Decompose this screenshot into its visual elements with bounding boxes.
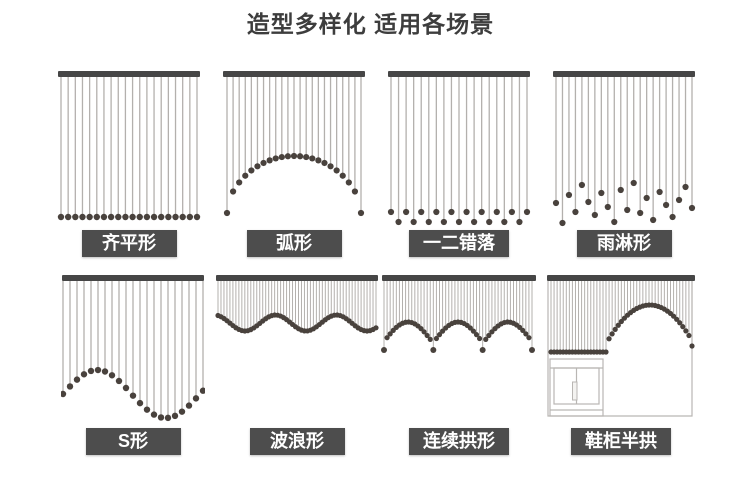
diagram-flush [57,68,201,228]
caption-row: 雨淋形 [552,230,696,257]
caption-row: 一二错落 [387,230,531,257]
caption-arches: 连续拱形 [409,428,509,455]
shoe-cabinet-arch-drawing [547,275,695,417]
diagram-wave [215,272,379,424]
caption-wave: 波浪形 [249,428,345,455]
arches-curtain-drawing [381,275,536,353]
caption-row: 连续拱形 [381,428,537,455]
caption-row: 齐平形 [57,230,201,257]
diagram-rain [552,68,696,228]
caption-rain: 雨淋形 [576,230,672,257]
caption-row: S形 [61,428,205,455]
flush-curtain-drawing [57,71,201,221]
rain-curtain-drawing [552,71,696,227]
caption-flush: 齐平形 [81,230,177,257]
diagram-arches [381,272,537,424]
caption-arc: 弧形 [246,230,342,257]
diagram-arc [222,68,366,228]
diagram-staggered [387,68,531,228]
arc-curtain-drawing [223,71,365,217]
caption-row: 弧形 [222,230,366,257]
caption-row: 波浪形 [215,428,379,455]
diagram-shoe-cabinet [546,272,696,424]
s-curve-curtain-drawing [61,275,205,422]
diagram-s-shape [61,272,205,424]
wave-curtain-drawing [215,275,379,334]
staggered-curtain-drawing [387,71,531,226]
main-title: 造型多样化 适用各场景 [246,11,495,37]
caption-staggered: 一二错落 [409,230,509,257]
caption-row: 鞋柜半拱 [546,428,696,455]
caption-shoe-cabinet: 鞋柜半拱 [571,428,671,455]
caption-s-shape: S形 [85,428,181,455]
